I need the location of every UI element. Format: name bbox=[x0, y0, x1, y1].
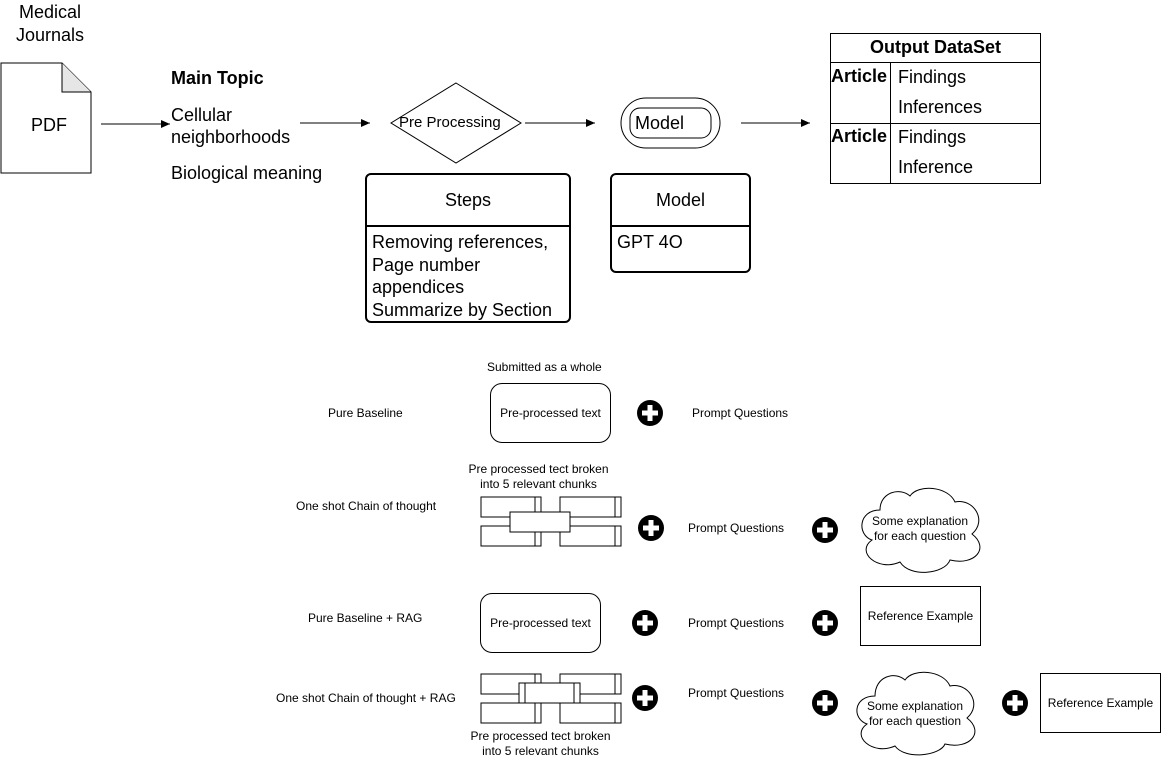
method-label-one-shot-cot-rag: One shot Chain of thought + RAG bbox=[276, 691, 456, 705]
cloud-shape-cot-rag bbox=[856, 671, 976, 756]
pdf-label: PDF bbox=[31, 115, 67, 135]
plus-icon bbox=[812, 690, 838, 716]
prompt-questions-label: Prompt Questions bbox=[688, 616, 785, 630]
steps-line: Removing references, bbox=[372, 232, 549, 252]
model-card-value: GPT 4O bbox=[617, 232, 683, 252]
steps-line: Summarize by Section bbox=[372, 299, 553, 320]
output-dataset-table bbox=[830, 33, 1041, 184]
reference-example-box: Reference Example bbox=[860, 586, 981, 646]
topic-line-biological: Biological meaning bbox=[171, 163, 323, 183]
plus-icon bbox=[632, 685, 658, 711]
model-node-shape bbox=[620, 97, 721, 149]
output-row-item: Inferences bbox=[898, 97, 983, 117]
caption-submitted-whole: Submitted as a whole bbox=[487, 360, 602, 374]
preprocessing-diamond bbox=[390, 82, 522, 164]
prompt-questions-label: Prompt Questions bbox=[692, 406, 789, 420]
cloud-explanation-text: Some explanation for each question bbox=[866, 699, 964, 728]
output-row-label: Article bbox=[831, 66, 888, 86]
model-card: Model GPT 4O bbox=[610, 173, 751, 273]
method-label-pure-baseline-rag: Pure Baseline + RAG bbox=[308, 611, 423, 625]
plus-icon bbox=[637, 400, 663, 426]
steps-card: Steps Removing references, Page number a… bbox=[365, 173, 571, 323]
steps-line: Page number bbox=[372, 254, 481, 275]
output-divider bbox=[830, 123, 1041, 124]
model-card-title: Model bbox=[612, 175, 749, 227]
plus-icon bbox=[812, 517, 838, 543]
method-label-one-shot-cot: One shot Chain of thought bbox=[296, 499, 437, 513]
plus-icon bbox=[632, 610, 658, 636]
output-row-item: Findings bbox=[898, 67, 967, 87]
reference-example-box: Reference Example bbox=[1040, 673, 1161, 733]
model-node-label: Model bbox=[635, 113, 685, 133]
preprocessed-text-box: Pre-processed text bbox=[480, 593, 601, 653]
chunk-grid-cot-rag bbox=[480, 673, 622, 724]
source-title: Medical Journals bbox=[15, 2, 85, 45]
steps-line: appendices bbox=[372, 277, 465, 297]
cloud-shape-cot bbox=[861, 487, 981, 573]
caption-chunks: Pre processed tect broken into 5 relevan… bbox=[468, 462, 609, 491]
preprocessed-text-box: Pre-processed text bbox=[490, 383, 611, 443]
topic-line-cellular: Cellular neighborhoods bbox=[171, 105, 291, 147]
prompt-questions-label: Prompt Questions bbox=[688, 686, 785, 700]
steps-card-title: Steps bbox=[367, 175, 569, 227]
output-divider bbox=[830, 62, 1041, 63]
cloud-explanation-text: Some explanation for each question bbox=[871, 514, 969, 543]
output-dataset-title: Output DataSet bbox=[869, 37, 1001, 57]
caption-chunks: Pre processed tect broken into 5 relevan… bbox=[470, 729, 611, 758]
output-row-item: Inference bbox=[898, 157, 974, 177]
output-row-item: Findings bbox=[898, 127, 967, 147]
main-topic-heading: Main Topic bbox=[171, 68, 264, 88]
plus-icon bbox=[812, 610, 838, 636]
pdf-document-icon bbox=[0, 62, 92, 174]
preprocessing-node-label: Pre Processing bbox=[399, 114, 501, 131]
method-label-pure-baseline: Pure Baseline bbox=[328, 406, 403, 420]
chunk-grid-cot bbox=[480, 496, 622, 547]
plus-icon bbox=[638, 515, 664, 541]
output-row-label: Article bbox=[831, 126, 888, 146]
plus-icon bbox=[1002, 690, 1028, 716]
prompt-questions-label: Prompt Questions bbox=[688, 521, 785, 535]
steps-card-body: Removing references, Page number appendi… bbox=[367, 227, 569, 325]
